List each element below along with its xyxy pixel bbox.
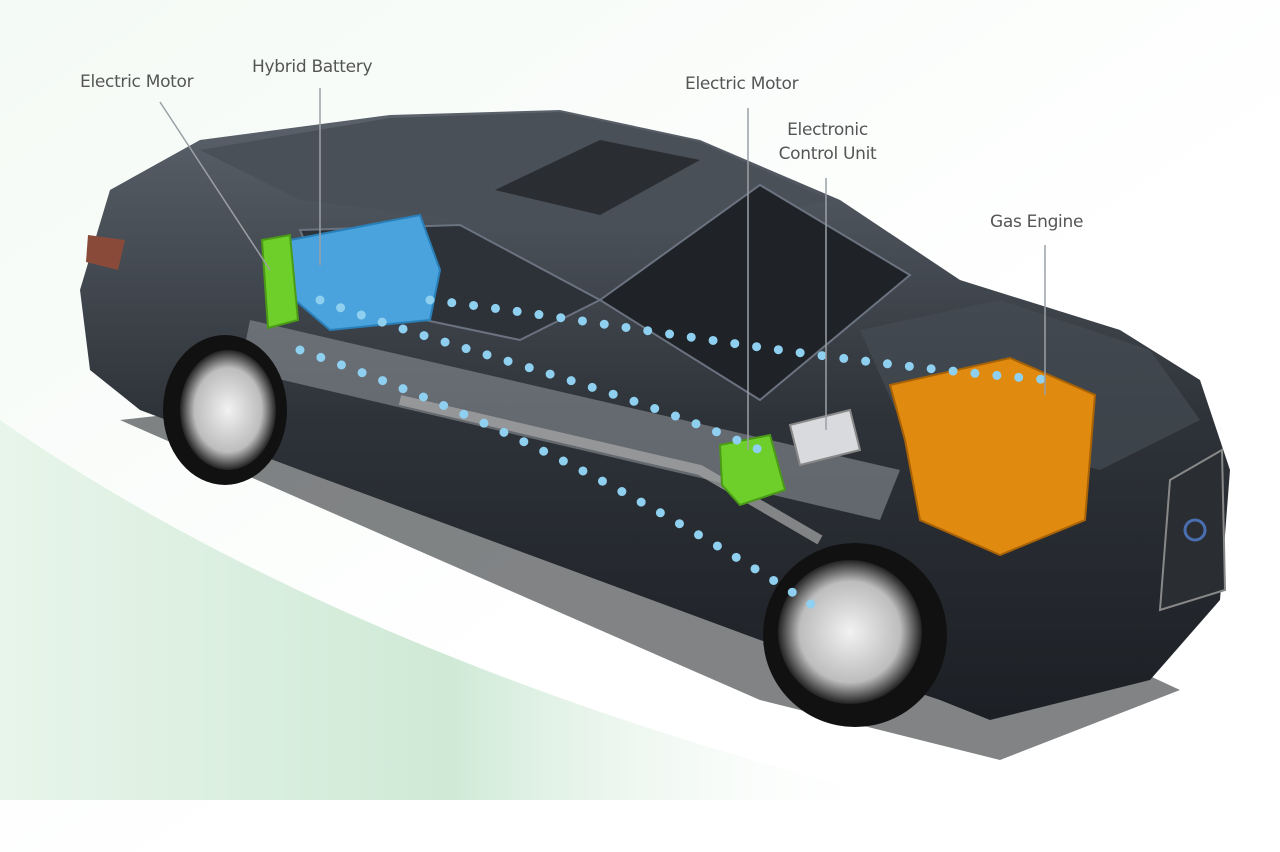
rear-wheel	[163, 335, 287, 485]
leader-lines	[159, 88, 1046, 450]
label-gas-engine: Gas Engine	[990, 212, 1084, 232]
sunroof	[495, 140, 700, 215]
label-rear-electric-motor: Electric Motor	[80, 72, 194, 92]
front-wheel	[763, 543, 947, 727]
gas-engine	[888, 356, 1097, 557]
brand-emblem	[1183, 518, 1207, 542]
grille	[1158, 448, 1227, 612]
rear-electric-motor	[260, 233, 300, 330]
background-swoosh	[0, 420, 900, 800]
electronic-control-unit	[788, 408, 862, 467]
label-ecu-line2: Control Unit	[778, 144, 877, 164]
front-electric-motor	[718, 433, 787, 507]
tail-light	[86, 235, 125, 270]
roof	[200, 112, 830, 230]
energy-flow-dots	[295, 295, 1055, 615]
label-ecu-line1: Electronic	[787, 120, 868, 140]
label-hybrid-battery: Hybrid Battery	[252, 57, 373, 77]
label-front-electric-motor: Electric Motor	[685, 74, 799, 94]
windshield	[598, 183, 912, 402]
exhaust	[398, 395, 823, 545]
label-electronic-control-unit: Electronic Control Unit	[770, 118, 885, 166]
